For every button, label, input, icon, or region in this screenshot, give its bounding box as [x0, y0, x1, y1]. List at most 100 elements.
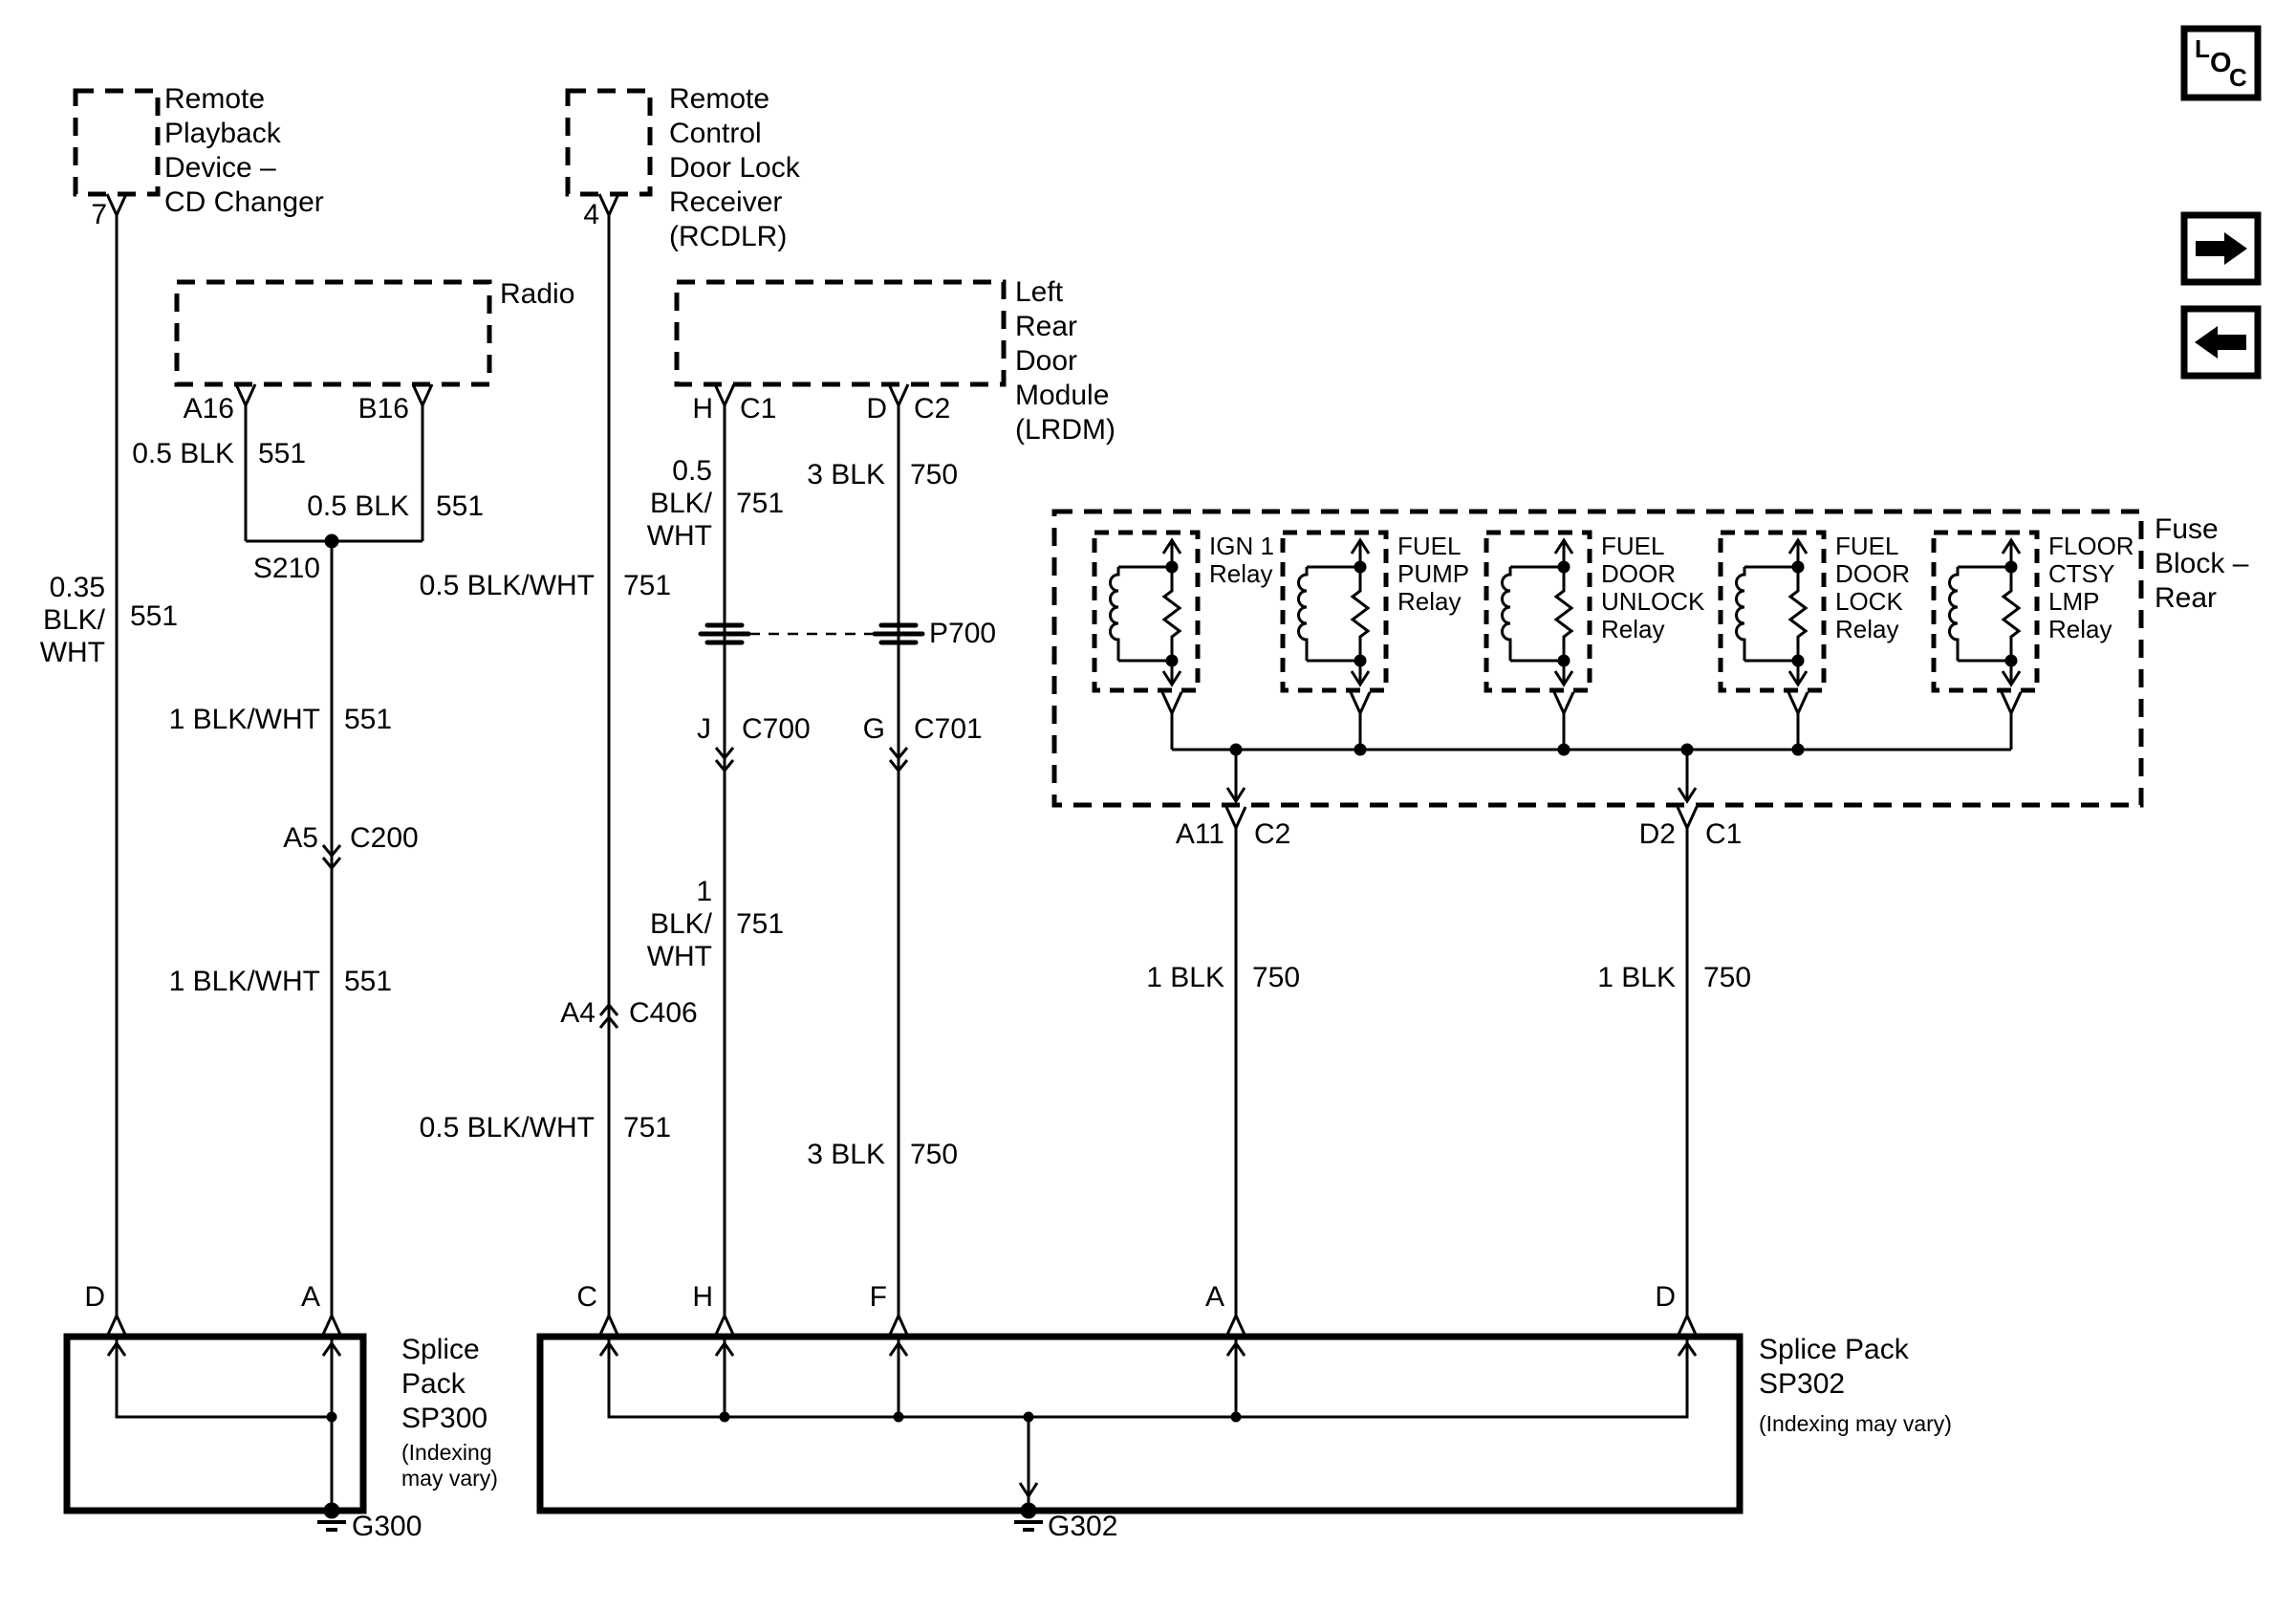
fuse-exit-conn-c1: C1 [1705, 818, 1743, 850]
ground-g302-label: G302 [1048, 1511, 1118, 1542]
splice-s210-label: S210 [252, 553, 320, 584]
fuse-block-bus [1172, 743, 2011, 832]
circuit-cd-ground: 551 [130, 600, 179, 632]
sp300-terminal-forks-icon [105, 1312, 343, 1338]
wire-label-radio-a16: 0.5 BLK [132, 438, 234, 469]
circuit-lrdm-d-2: 750 [910, 1139, 959, 1170]
wire-label-radio-comb-1: 1 BLK/WHT [168, 704, 320, 735]
sp300-terminal-d: D [84, 1281, 105, 1313]
cd-pin-fork-icon [105, 193, 128, 219]
sp302-terminal-f: F [869, 1281, 887, 1313]
circuit-fb-right: 750 [1703, 962, 1752, 993]
fuse-exit-conn-c2: C2 [1254, 818, 1291, 850]
prev-page-button[interactable] [2180, 305, 2262, 380]
conn-c700-label: C700 [742, 713, 811, 745]
cd-changer-box [73, 88, 161, 219]
conn-c700-pin: J [697, 713, 711, 745]
wire-label-lrdm-h-1: 0.5 BLK/ WHT [646, 455, 712, 552]
wire-label-rcdlr-1: 0.5 BLK/WHT [419, 570, 595, 601]
circuit-fb-left: 750 [1252, 962, 1301, 993]
rcdlr-box [565, 88, 653, 219]
lrdm-pin-d: D [866, 393, 887, 425]
wire-label-radio-comb-2: 1 BLK/WHT [168, 966, 320, 997]
wire-label-rcdlr-2: 0.5 BLK/WHT [419, 1112, 595, 1143]
loc-letter-l: L [2195, 34, 2210, 63]
lrdm-label: Left Rear Door Module (LRDM) [1015, 276, 1116, 446]
fuse-block-label: Fuse Block – Rear [2155, 513, 2249, 614]
lrdm-conn-c2: C2 [914, 393, 951, 425]
rcdlr-pin-fork-icon [597, 193, 620, 219]
wire-label-cd-ground: 0.35 BLK/ WHT [39, 572, 105, 668]
relay-label-ign1: IGN 1 Relay [1209, 532, 1274, 588]
connector-c701-icon [888, 747, 909, 773]
circuit-rcdlr-1: 751 [623, 570, 672, 601]
sp300-internal-arrows-icon [106, 1340, 342, 1357]
wire-label-fb-right: 1 BLK [1597, 962, 1676, 993]
conn-c406-pin: A4 [560, 997, 596, 1029]
relay-fuel-pump [1280, 530, 1389, 750]
splice-s210-dot [324, 533, 339, 549]
sp302-label: Splice Pack SP302 [1759, 1334, 1909, 1400]
lrdm-pin-h: H [692, 393, 713, 425]
wire-lrdm-d [888, 405, 909, 1316]
wire-radio-ground [244, 405, 424, 1316]
g302-ground-icon [1014, 1520, 1043, 1532]
sp300-terminal-a: A [300, 1281, 320, 1313]
radio-label: Radio [500, 278, 575, 310]
sp302-terminal-a: A [1204, 1281, 1224, 1313]
relay-label-fuel-pump: FUEL PUMP Relay [1397, 532, 1470, 616]
g302-arrow-icon [1018, 1482, 1039, 1499]
connector-c406-icon [598, 1002, 619, 1029]
wire-label-lrdm-d-2: 3 BLK [807, 1139, 885, 1170]
connector-c700-icon [714, 747, 735, 773]
lrdm-box [674, 279, 1007, 409]
wire-lrdm-h [714, 405, 735, 1316]
relay-floor-ctsy-lmp [1931, 530, 2040, 750]
wire-label-lrdm-d-1: 3 BLK [807, 459, 885, 490]
g300-dot [323, 1502, 340, 1519]
fuse-exit-pin-d2: D2 [1638, 818, 1676, 850]
relay-label-fuel-door-lock: FUEL DOOR LOCK Relay [1835, 532, 1910, 643]
g302-dot [1020, 1502, 1037, 1519]
relay-ign1 [1092, 530, 1201, 750]
circuit-lrdm-h-1: 751 [736, 488, 785, 519]
wire-label-fb-left: 1 BLK [1146, 962, 1224, 993]
conn-c200-label: C200 [350, 822, 419, 854]
circuit-lrdm-h-2: 751 [736, 908, 785, 940]
rcdlr-label: Remote Control Door Lock Receiver (RCDLR… [669, 83, 800, 252]
fuse-exit-pin-a11: A11 [1175, 818, 1224, 850]
circuit-lrdm-d-1: 750 [910, 459, 959, 490]
loc-letter-c: C [2229, 63, 2247, 92]
sp302-internal-arrows-icon [598, 1340, 1698, 1357]
cd-changer-pin: 7 [91, 199, 107, 230]
sp302-terminal-c: C [576, 1281, 597, 1313]
wire-label-lrdm-h-2: 1 BLK/ WHT [646, 876, 712, 972]
radio-box [174, 279, 492, 409]
conn-c701-pin: G [862, 713, 885, 745]
g300-ground-icon [317, 1520, 346, 1532]
pass-thru-p700-label: P700 [929, 618, 997, 649]
relay-label-floor-ctsy-lmp: FLOOR CTSY LMP Relay [2048, 532, 2134, 643]
circuit-radio-comb-2: 551 [344, 966, 393, 997]
arrow-left-icon [2195, 326, 2246, 359]
sp302-terminal-h: H [692, 1281, 713, 1313]
loc-button[interactable] [2180, 25, 2262, 101]
sp302-terminal-forks-icon [597, 1312, 1699, 1338]
cd-changer-label: Remote Playback Device – CD Changer [164, 83, 324, 218]
loc-letter-o: O [2210, 48, 2232, 78]
next-page-button[interactable] [2180, 211, 2262, 286]
sp302-note: (Indexing may vary) [1759, 1411, 1952, 1436]
fuse-block-box [1051, 509, 2144, 808]
sp300-box [63, 1312, 367, 1532]
sp302-box [536, 1312, 1744, 1532]
conn-c406-label: C406 [629, 997, 698, 1029]
circuit-rcdlr-2: 751 [623, 1112, 672, 1143]
connector-c200-icon [321, 844, 342, 871]
radio-pin-b16: B16 [357, 393, 409, 425]
conn-c701-label: C701 [914, 713, 983, 745]
pass-thru-p700-icon [698, 622, 925, 645]
relay-label-fuel-door-unlock: FUEL DOOR UNLOCK Relay [1601, 532, 1705, 643]
radio-pin-a16: A16 [183, 393, 234, 425]
arrow-right-icon [2196, 232, 2247, 265]
